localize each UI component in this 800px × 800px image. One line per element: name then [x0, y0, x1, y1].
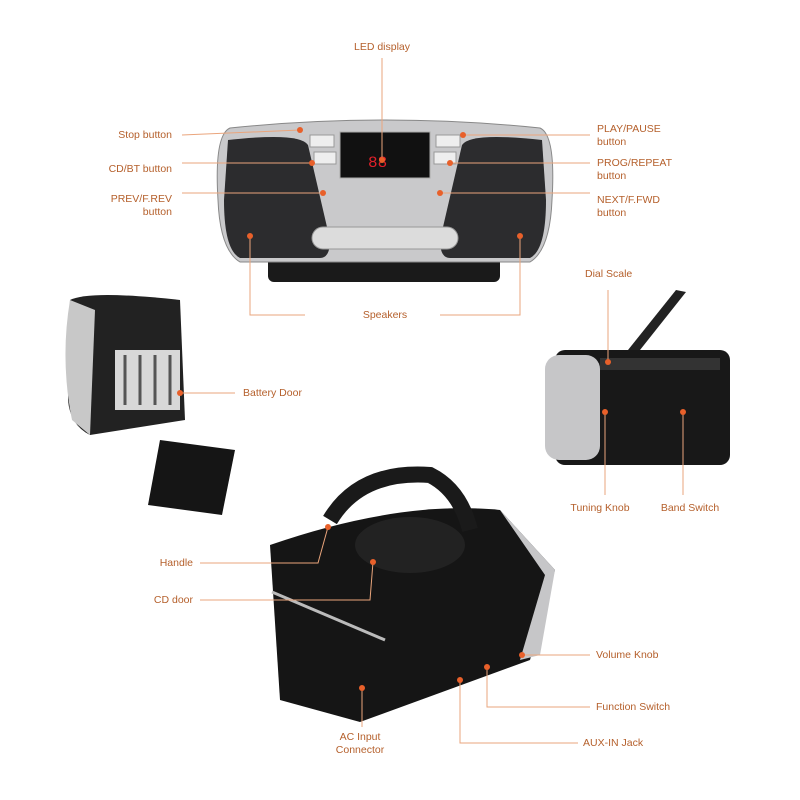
label-line: button — [597, 207, 627, 219]
label-led-display: LED display — [353, 41, 411, 53]
label-line: PROG/REPEAT — [597, 157, 673, 169]
callout-dots — [177, 127, 686, 691]
label-line: button — [597, 136, 627, 148]
back-radio-view — [270, 466, 555, 722]
label-tuning-knob: Tuning Knob — [570, 502, 630, 514]
label-stop-button: Stop button — [118, 129, 172, 141]
label-handle: Handle — [159, 557, 193, 569]
label-speakers: Speakers — [362, 309, 408, 321]
label-dial-scale: Dial Scale — [585, 268, 633, 280]
label-line: AC Input — [339, 731, 381, 743]
label-volume-knob: Volume Knob — [596, 649, 659, 661]
label-line: button — [597, 170, 627, 182]
label-aux-in-jack: AUX-IN Jack — [583, 737, 644, 749]
leader-lines — [180, 58, 684, 744]
label-line: PREV/F.REV — [110, 193, 172, 205]
label-line: button — [142, 206, 172, 218]
rear-battery-view — [65, 295, 235, 515]
label-band-switch: Band Switch — [660, 502, 720, 514]
label-cd-door: CD door — [153, 594, 193, 606]
side-radio-view — [545, 290, 730, 465]
label-line: NEXT/F.FWD — [597, 194, 660, 206]
label-line: Connector — [335, 744, 385, 756]
label-cd-bt-button: CD/BT button — [108, 163, 172, 175]
label-line: PLAY/PAUSE — [597, 123, 661, 135]
label-battery-door: Battery Door — [243, 387, 302, 399]
led-readout: 88 — [368, 154, 387, 172]
label-function-switch: Function Switch — [596, 701, 671, 713]
front-view-radio: 88 — [216, 119, 554, 282]
